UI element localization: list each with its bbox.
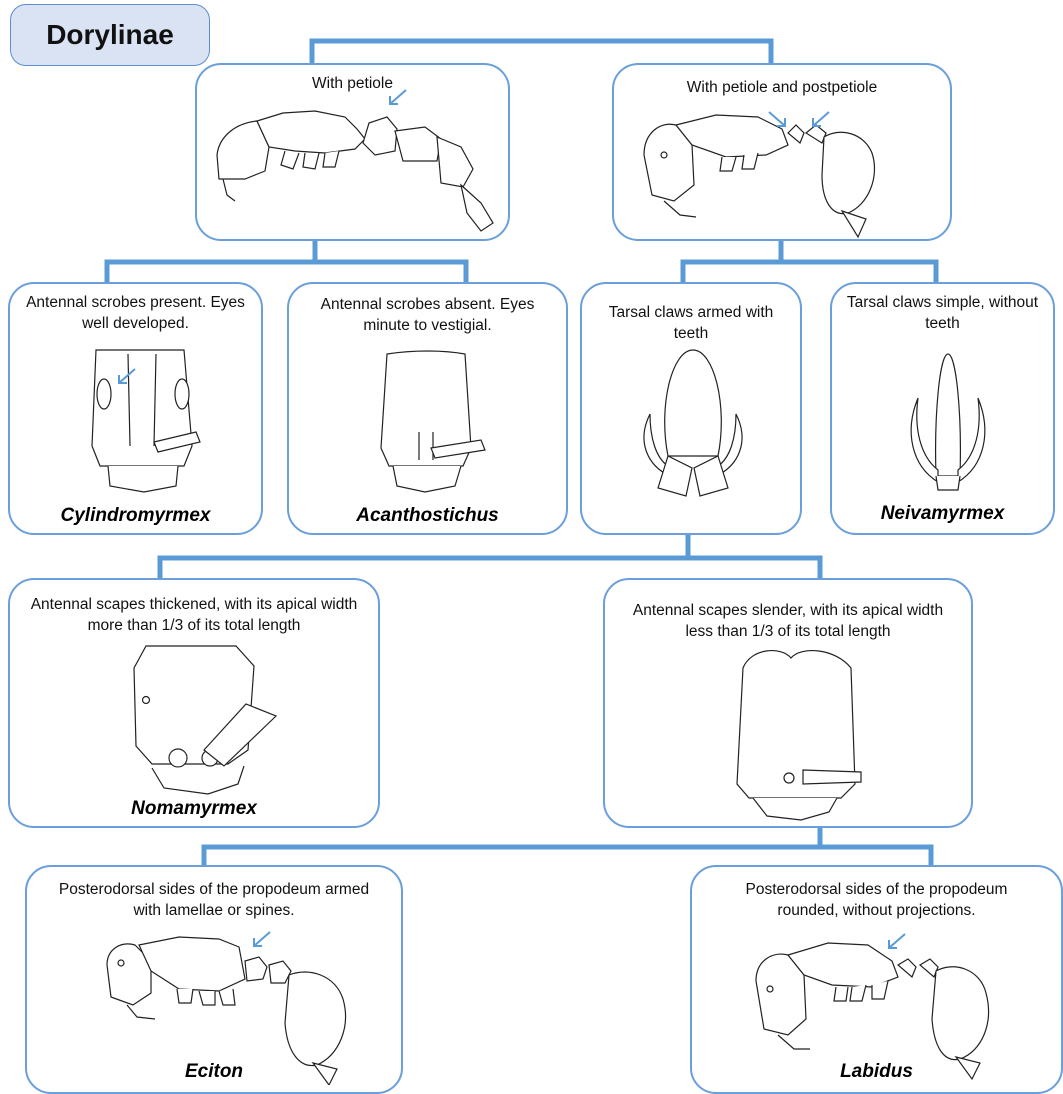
- node-propodeum-rounded: Posterodorsal sides of the propodeum rou…: [690, 865, 1063, 1094]
- node-caption: Posterodorsal sides of the propodeum rou…: [722, 879, 1031, 921]
- pointer-arrow-icon: [884, 931, 908, 953]
- connector-root: [312, 41, 771, 63]
- pointer-arrow-icon: [766, 109, 790, 131]
- diagram-title: Dorylinae: [46, 19, 174, 51]
- pointer-arrow-icon: [249, 929, 273, 951]
- taxon-name: Cylindromyrmex: [10, 505, 261, 527]
- node-caption: Tarsal claws armed with teeth: [590, 302, 792, 344]
- taxon-name: Acanthostichus: [289, 505, 566, 527]
- ant-lateral-petiole-illustration: [205, 95, 505, 240]
- pointer-arrow-icon: [385, 87, 409, 109]
- tarsal-claw-toothed-illustration: [638, 346, 748, 506]
- node-claws-simple: Tarsal claws simple, without teeth Neiva…: [830, 282, 1055, 535]
- node-postpetiole: With petiole and postpetiole: [612, 63, 952, 241]
- node-petiole: With petiole: [195, 63, 510, 241]
- node-caption: With petiole: [205, 73, 500, 94]
- node-scapes-slender: Antennal scapes slender, with its apical…: [603, 578, 973, 828]
- node-claws-teeth: Tarsal claws armed with teeth: [580, 282, 802, 535]
- node-caption: Antennal scapes slender, with its apical…: [629, 600, 947, 642]
- head-frontal-illustration: [128, 638, 288, 798]
- tarsal-claw-simple-illustration: [898, 352, 998, 497]
- connector-slender-branch: [204, 847, 931, 865]
- head-frontal-illustration: [373, 348, 493, 498]
- taxon-name: Labidus: [692, 1061, 1061, 1083]
- taxon-name: Neivamyrmex: [832, 503, 1053, 525]
- head-frontal-illustration: [731, 644, 871, 824]
- taxon-name: Nomamyrmex: [10, 798, 378, 820]
- pointer-arrow-icon: [114, 366, 138, 388]
- connector-claws-branch: [160, 558, 820, 578]
- title-box: Dorylinae: [10, 4, 210, 66]
- head-frontal-illustration: [88, 346, 208, 496]
- connector-petiole-branch: [107, 262, 466, 282]
- connector-postpetiole-branch: [683, 262, 936, 282]
- ant-lateral-illustration: [748, 931, 1008, 1081]
- node-scrobes-absent: Antennal scrobes absent. Eyes minute to …: [287, 282, 568, 535]
- node-caption: Antennal scapes thickened, with its apic…: [24, 594, 364, 636]
- node-caption: With petiole and postpetiole: [622, 77, 942, 98]
- node-caption: Antennal scrobes present. Eyes well deve…: [18, 292, 253, 334]
- node-scrobes-present: Antennal scrobes present. Eyes well deve…: [8, 282, 263, 535]
- taxon-name: Eciton: [27, 1061, 401, 1083]
- node-scapes-thick: Antennal scapes thickened, with its apic…: [8, 578, 380, 828]
- node-propodeum-spines: Posterodorsal sides of the propodeum arm…: [25, 865, 403, 1094]
- pointer-arrow-icon: [808, 109, 832, 131]
- node-caption: Tarsal claws simple, without teeth: [840, 292, 1045, 334]
- node-caption: Posterodorsal sides of the propodeum arm…: [51, 879, 377, 921]
- node-caption: Antennal scrobes absent. Eyes minute to …: [297, 294, 558, 336]
